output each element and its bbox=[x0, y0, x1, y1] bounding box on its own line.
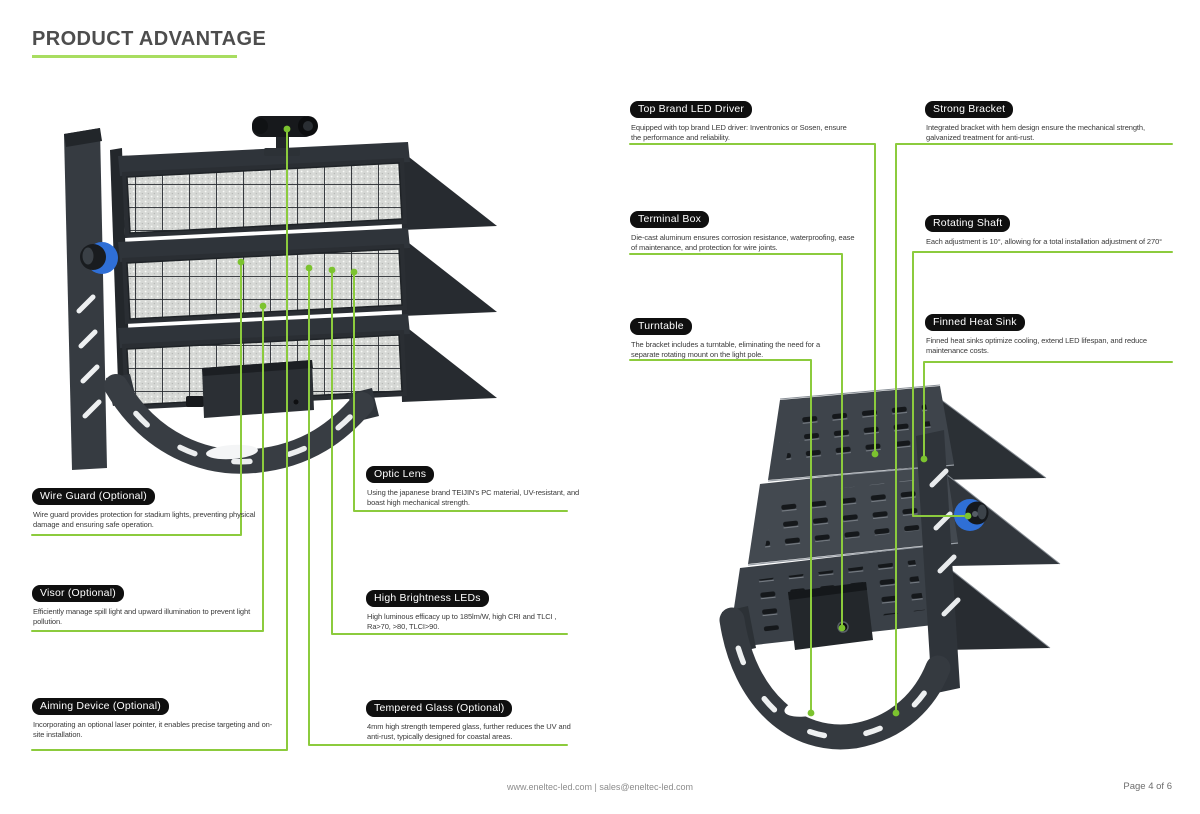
connector-finned-heat-sink bbox=[923, 361, 1173, 460]
callout-rotating-shaft: Rotating Shaft Each adjustment is 10°, a… bbox=[925, 213, 1195, 247]
connector-high-brightness bbox=[331, 269, 568, 635]
callout-high-brightness-leds-desc: High luminous efficacy up to 185lm/W, hi… bbox=[367, 612, 557, 631]
callout-rotating-shaft-title: Rotating Shaft bbox=[925, 215, 1011, 232]
footer-contact: www.eneltec-led.com | sales@eneltec-led.… bbox=[506, 782, 694, 792]
callout-high-brightness-leds: High Brightness LEDs High luminous effic… bbox=[366, 588, 576, 632]
callout-tempered-glass: Tempered Glass (Optional) 4mm high stren… bbox=[366, 698, 581, 742]
footer-page-number: Page 4 of 6 bbox=[1123, 781, 1172, 792]
callout-aiming-device-desc: Incorporating an optional laser pointer,… bbox=[33, 720, 273, 739]
connector-top-brand-driver bbox=[629, 143, 876, 455]
callout-wire-guard-title: Wire Guard (Optional) bbox=[32, 488, 155, 505]
callout-top-brand-led-driver-desc: Equipped with top brand LED driver: Inve… bbox=[631, 123, 847, 142]
callout-turntable: Turntable The bracket includes a turntab… bbox=[630, 316, 830, 360]
connector-optic-lens bbox=[353, 271, 568, 512]
callout-connectors bbox=[31, 128, 1173, 751]
connector-aiming-device bbox=[31, 128, 288, 751]
callout-top-brand-led-driver: Top Brand LED Driver Equipped with top b… bbox=[630, 99, 855, 143]
connector-rotating-shaft bbox=[912, 251, 1173, 517]
callout-wire-guard-desc: Wire guard provides protection for stadi… bbox=[33, 510, 256, 529]
page-title: PRODUCT ADVANTAGE bbox=[32, 28, 267, 50]
callout-optic-lens: Optic Lens Using the japanese brand TEIJ… bbox=[366, 464, 581, 508]
back-view-illustration bbox=[719, 384, 1061, 750]
callout-turntable-title: Turntable bbox=[630, 318, 692, 335]
front-view-illustration bbox=[64, 116, 497, 474]
back-yoke-bracket bbox=[719, 606, 951, 750]
connector-strong-bracket bbox=[895, 143, 1173, 714]
callout-high-brightness-leds-title: High Brightness LEDs bbox=[366, 590, 489, 607]
callout-optic-lens-desc: Using the japanese brand TEIJIN's PC mat… bbox=[367, 488, 580, 507]
connector-turntable bbox=[629, 359, 812, 714]
callout-aiming-device-title: Aiming Device (Optional) bbox=[32, 698, 169, 715]
callout-visor-title: Visor (Optional) bbox=[32, 585, 124, 602]
aiming-device bbox=[252, 116, 318, 156]
callout-rotating-shaft-desc: Each adjustment is 10°, allowing for a t… bbox=[926, 237, 1163, 246]
callout-strong-bracket-title: Strong Bracket bbox=[925, 101, 1014, 118]
title-underline bbox=[32, 55, 237, 58]
callout-optic-lens-title: Optic Lens bbox=[366, 466, 435, 483]
callout-strong-bracket-desc: Integrated bracket with hem design ensur… bbox=[926, 123, 1145, 142]
connector-visor bbox=[31, 305, 264, 632]
callout-terminal-box: Terminal Box Die-cast aluminum ensures c… bbox=[630, 209, 860, 253]
callout-visor: Visor (Optional) Efficiently manage spil… bbox=[32, 583, 257, 627]
front-yoke-bracket bbox=[104, 374, 379, 474]
connector-tempered-glass bbox=[308, 267, 568, 746]
callout-finned-heat-sink-title: Finned Heat Sink bbox=[925, 314, 1025, 331]
rotating-shaft-knob-front bbox=[80, 242, 118, 274]
driver-box-front bbox=[186, 360, 314, 418]
callout-aiming-device: Aiming Device (Optional) Incorporating a… bbox=[32, 696, 282, 740]
callout-terminal-box-title: Terminal Box bbox=[630, 211, 710, 228]
callout-dots bbox=[237, 125, 972, 717]
callout-tempered-glass-desc: 4mm high strength tempered glass, furthe… bbox=[367, 722, 571, 741]
callout-top-brand-led-driver-title: Top Brand LED Driver bbox=[630, 101, 753, 118]
callout-finned-heat-sink: Finned Heat Sink Finned heat sinks optim… bbox=[925, 312, 1170, 356]
callout-terminal-box-desc: Die-cast aluminum ensures corrosion resi… bbox=[631, 233, 855, 252]
callout-turntable-desc: The bracket includes a turntable, elimin… bbox=[631, 340, 821, 359]
terminal-box bbox=[788, 582, 873, 650]
callout-wire-guard: Wire Guard (Optional) Wire guard provide… bbox=[32, 486, 257, 530]
connector-wire-guard bbox=[31, 261, 242, 536]
connector-terminal-box bbox=[629, 253, 843, 629]
callout-visor-desc: Efficiently manage spill light and upwar… bbox=[33, 607, 251, 626]
callout-tempered-glass-title: Tempered Glass (Optional) bbox=[366, 700, 513, 717]
callout-strong-bracket: Strong Bracket Integrated bracket with h… bbox=[925, 99, 1150, 143]
callout-finned-heat-sink-desc: Finned heat sinks optimize cooling, exte… bbox=[926, 336, 1147, 355]
